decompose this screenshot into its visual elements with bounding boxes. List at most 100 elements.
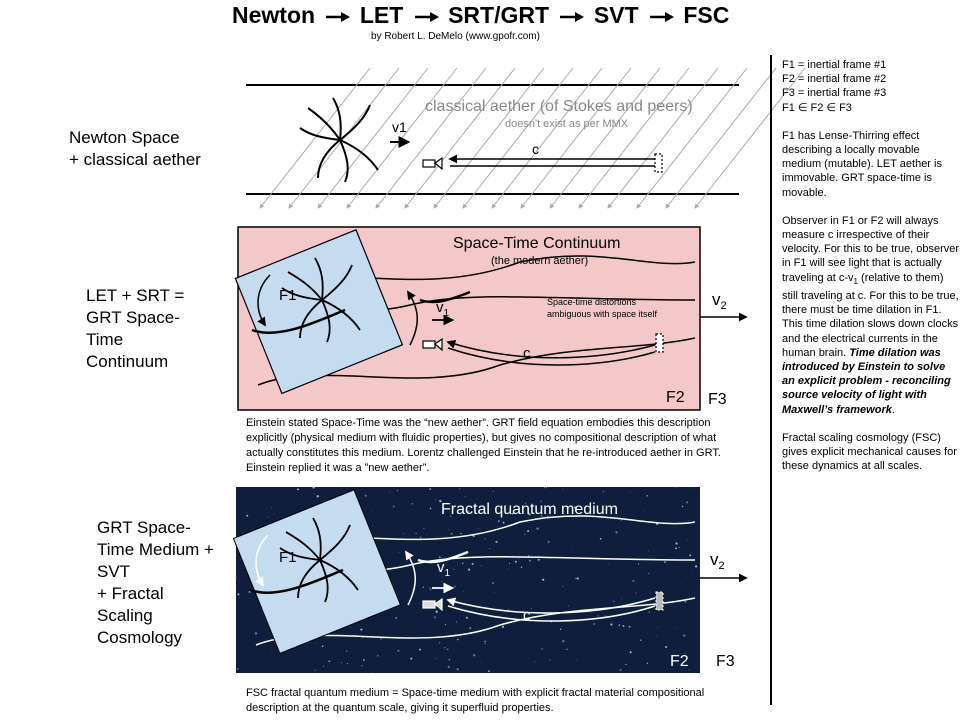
note-emphasis: Time dilation was introduced by Einstein… xyxy=(782,346,951,416)
star xyxy=(467,568,471,571)
star xyxy=(566,648,568,650)
row-label-newton: Newton Space + classical aether xyxy=(69,128,201,169)
aether-flow-line xyxy=(607,67,719,209)
fractal-medium-title: Fractal quantum medium xyxy=(441,501,618,518)
star xyxy=(593,623,596,625)
aether-flow-line xyxy=(549,67,661,209)
star xyxy=(449,515,452,517)
star xyxy=(273,513,275,515)
star xyxy=(448,658,451,661)
space-time-subtitle: (the modern aether) xyxy=(491,255,588,267)
star xyxy=(520,566,523,569)
star xyxy=(395,617,398,619)
galaxy-spiral-icon xyxy=(279,517,359,603)
star xyxy=(628,625,631,628)
star xyxy=(484,640,487,643)
star xyxy=(540,514,543,517)
star xyxy=(562,586,564,588)
star xyxy=(376,654,379,657)
aether-flow-line xyxy=(520,67,632,209)
star xyxy=(534,661,535,663)
star xyxy=(536,527,539,530)
star xyxy=(501,625,505,628)
star xyxy=(268,516,270,518)
star xyxy=(371,509,373,511)
star xyxy=(423,527,425,530)
star xyxy=(686,501,689,504)
aether-flow-line xyxy=(404,67,516,209)
star xyxy=(562,489,564,491)
space-time-title: Space-Time Continuum xyxy=(453,235,620,252)
star xyxy=(415,532,417,534)
star xyxy=(686,539,688,541)
star xyxy=(547,540,550,544)
frame-f1-label: F1 xyxy=(279,549,297,566)
aether-flow-line xyxy=(578,67,690,209)
title-svt: SVT xyxy=(593,2,639,28)
star xyxy=(489,548,491,549)
star xyxy=(657,626,659,628)
star xyxy=(687,519,689,521)
star xyxy=(328,660,331,663)
star xyxy=(528,559,532,562)
star xyxy=(684,601,686,603)
star xyxy=(684,652,686,654)
star xyxy=(648,611,650,613)
row-label-grt-fsc: GRT Space- Time Medium + SVT + Fractal S… xyxy=(97,518,214,647)
star xyxy=(507,568,509,570)
star xyxy=(537,558,540,561)
star xyxy=(518,558,520,559)
light-source-icon xyxy=(655,333,664,353)
star xyxy=(411,503,414,505)
star xyxy=(620,519,622,521)
star xyxy=(248,590,251,593)
star xyxy=(646,662,649,664)
frame-f1-label: F1 xyxy=(279,287,297,304)
panel-fractal-quantum-medium: F1 v1 Fractal quantum medium c F2 F3 v2 xyxy=(232,486,748,674)
aether-flow-line xyxy=(433,67,545,209)
light-source-icon xyxy=(655,591,664,611)
light-speed-label: c xyxy=(532,141,539,157)
aether-flow-line xyxy=(491,67,603,209)
galaxy-spiral-icon xyxy=(299,97,379,183)
star xyxy=(441,580,442,582)
frame-drag-arrow-left xyxy=(257,274,271,327)
frame-f2-label: F2 xyxy=(666,389,685,406)
star xyxy=(676,486,678,488)
star xyxy=(675,542,678,545)
star xyxy=(689,554,692,557)
star xyxy=(571,546,573,547)
star xyxy=(235,576,237,579)
star xyxy=(364,494,367,497)
arrow-right-icon xyxy=(560,11,585,22)
classical-aether-subtitle: doesn't exist as per MMX xyxy=(505,118,629,130)
star xyxy=(610,623,613,626)
aether-flow-line xyxy=(375,67,487,209)
star xyxy=(635,592,637,594)
row-label-let-srt: LET + SRT = GRT Space- Time Continuum xyxy=(86,286,185,371)
frame-def-1: F1 = inertial frame #1 xyxy=(782,59,887,71)
star xyxy=(546,487,547,488)
star xyxy=(528,513,531,516)
arrow-right-icon xyxy=(414,11,439,22)
caption-space-time: Einstein stated Space-Time was the “new … xyxy=(246,417,721,474)
star xyxy=(444,647,446,649)
star xyxy=(477,528,479,529)
frame-drag-arrow-left xyxy=(255,534,269,587)
diagram-title: Newton LET SRT/GRT SVT FSC xyxy=(232,2,729,29)
star xyxy=(650,592,652,594)
star xyxy=(539,488,541,489)
velocity-label-v1: v1 xyxy=(436,299,450,319)
star xyxy=(441,588,442,590)
star xyxy=(622,625,625,627)
title-srt-grt: SRT/GRT xyxy=(448,2,550,28)
star xyxy=(597,615,599,617)
star xyxy=(683,634,686,637)
star xyxy=(453,585,456,588)
star xyxy=(372,672,373,674)
star xyxy=(694,565,698,568)
star xyxy=(524,502,527,504)
star xyxy=(656,635,657,637)
velocity-label-v1: v1 xyxy=(437,559,451,579)
star xyxy=(463,590,464,592)
